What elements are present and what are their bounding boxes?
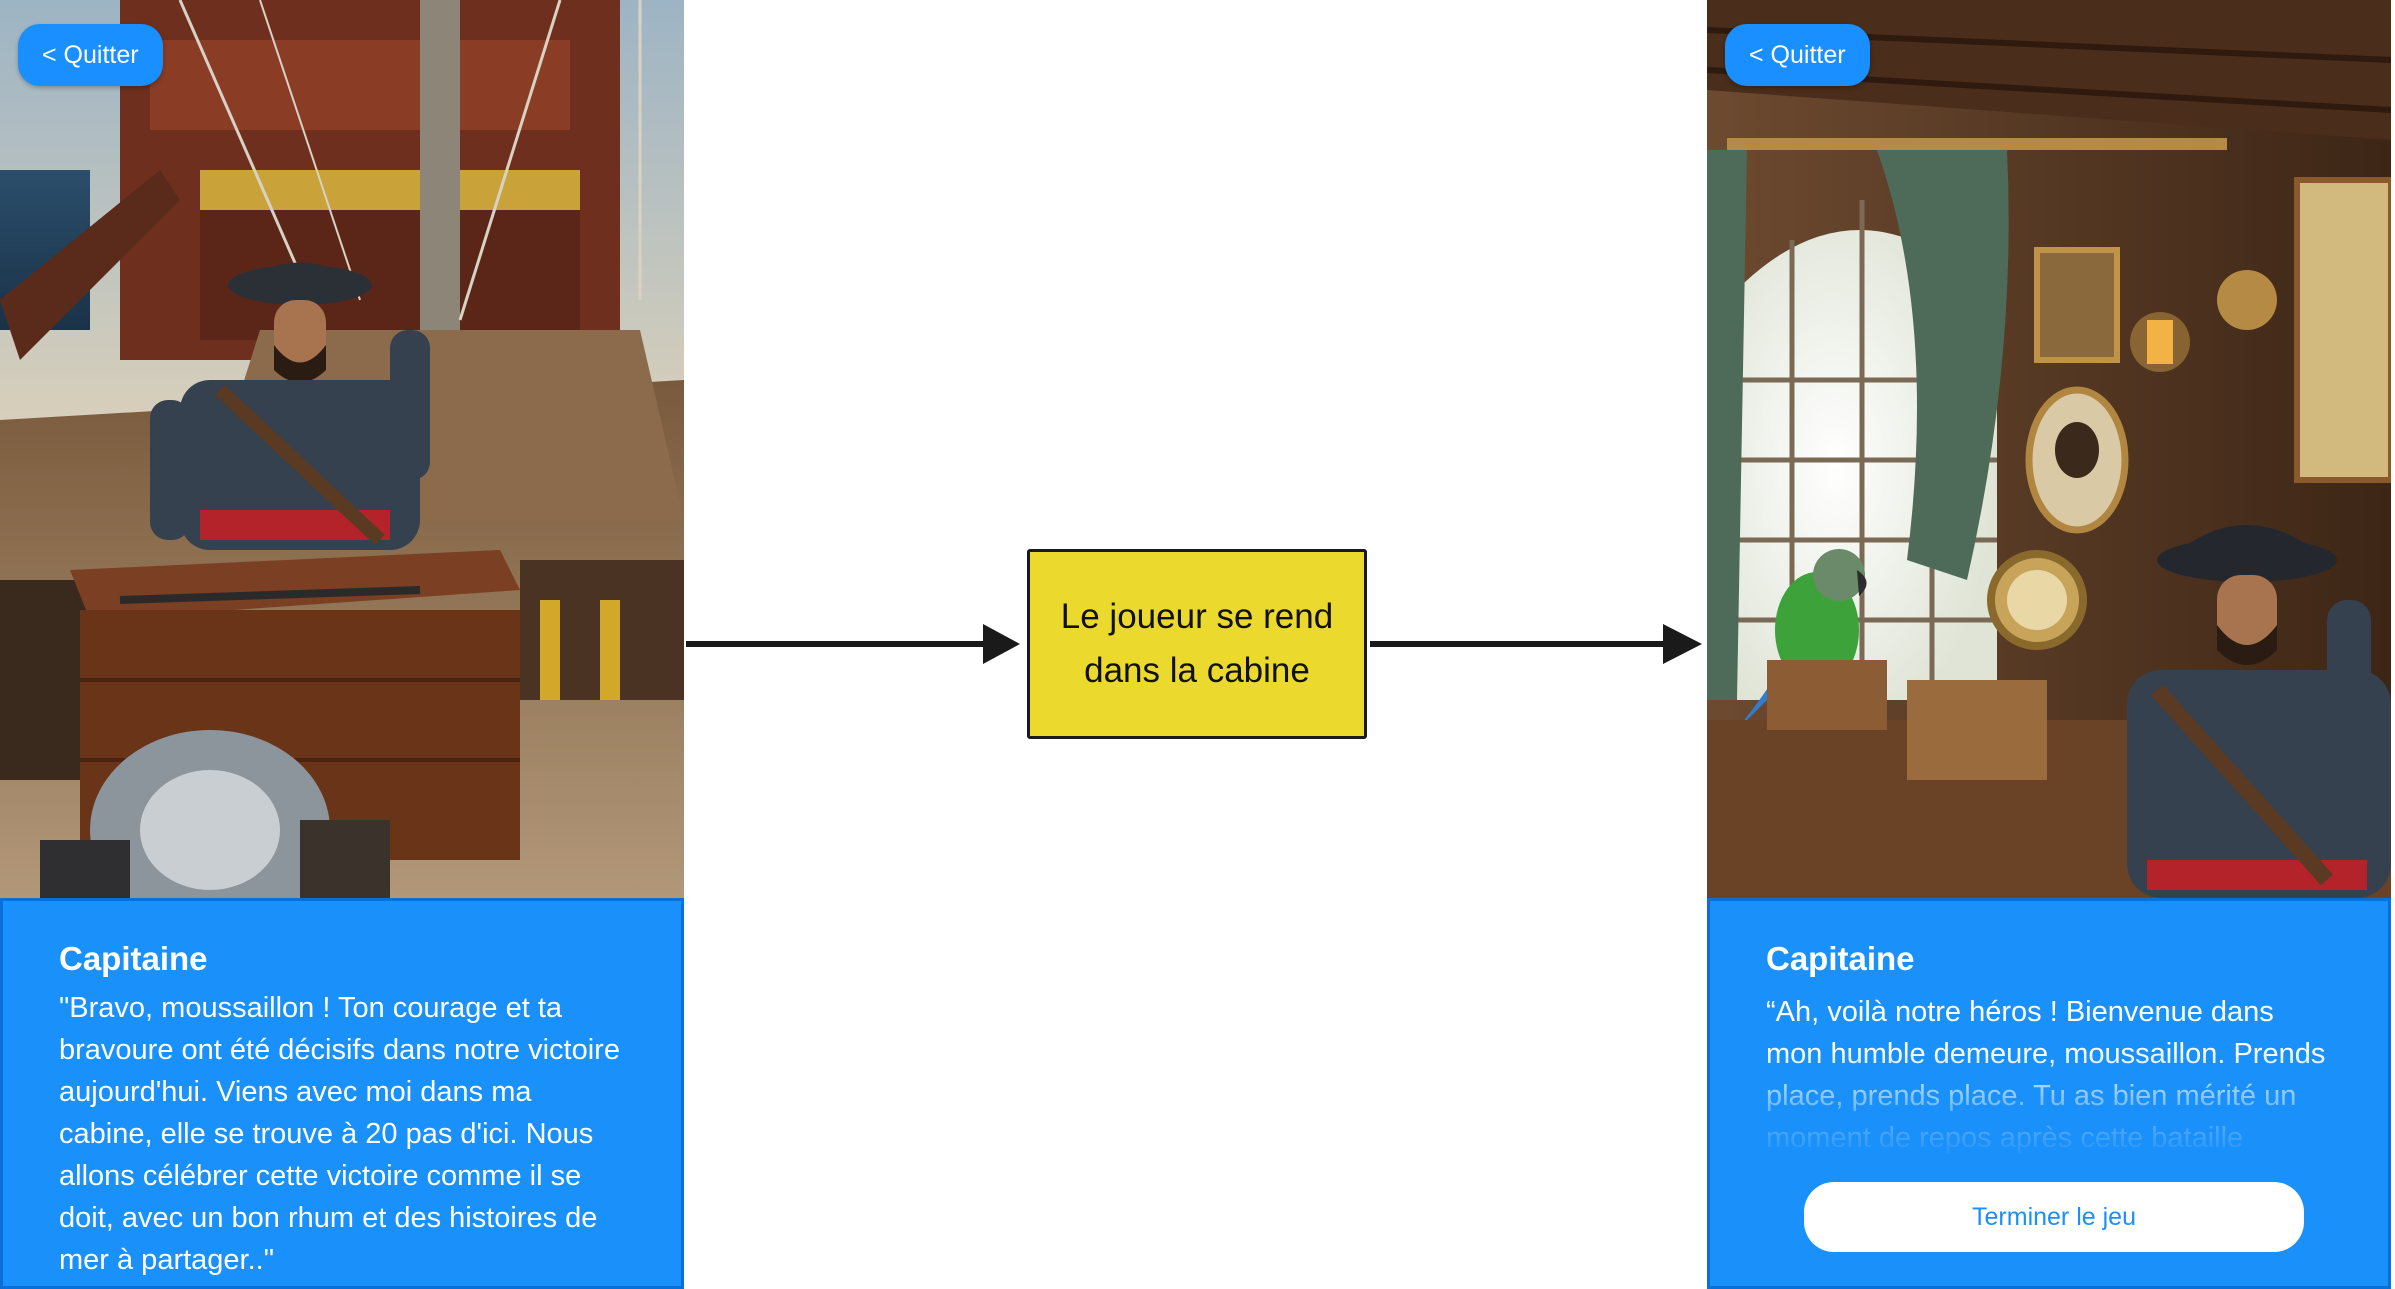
quit-button[interactable]: < Quitter bbox=[1725, 24, 1870, 86]
dialogue-text: "Bravo, moussaillon ! Ton courage et ta … bbox=[59, 992, 620, 1276]
quit-button[interactable]: < Quitter bbox=[18, 24, 163, 86]
end-game-button[interactable]: Terminer le jeu bbox=[1804, 1182, 2304, 1252]
ship-deck-scene-image bbox=[0, 0, 684, 898]
captain-cabin-scene-image bbox=[1707, 0, 2391, 898]
dialogue-panel: Capitaine "Bravo, moussaillon ! Ton cour… bbox=[0, 898, 684, 1289]
speaker-name: Capitaine bbox=[1766, 940, 1915, 977]
transition-step: Le joueur se rend dans la cabine bbox=[1027, 549, 1367, 739]
screen-ship-deck: < Quitter Capitaine "Bravo, moussaillon … bbox=[0, 0, 684, 1289]
arrow-right-icon bbox=[983, 624, 1020, 664]
dialogue-text: “Ah, voilà notre héros ! Bienvenue dans … bbox=[1766, 996, 2326, 1154]
speaker-name: Capitaine bbox=[59, 940, 208, 977]
transition-label: Le joueur se rend dans la cabine bbox=[1060, 597, 1334, 690]
arrow-right-icon bbox=[1663, 624, 1702, 664]
dialogue-panel: Capitaine “Ah, voilà notre héros ! Bienv… bbox=[1707, 898, 2391, 1289]
screen-captain-cabin: < Quitter Capitaine “Ah, voilà notre hér… bbox=[1707, 0, 2391, 1289]
